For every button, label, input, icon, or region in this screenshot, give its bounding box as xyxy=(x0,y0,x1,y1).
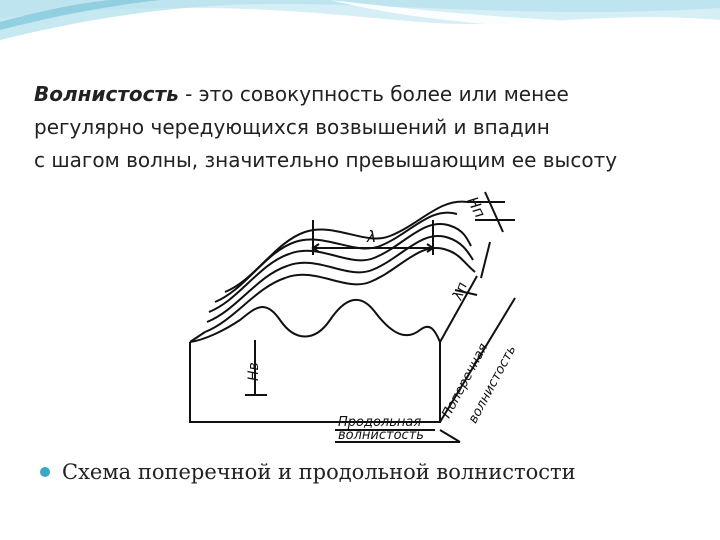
definition-text: Волнистость - это совокупность более или… xyxy=(34,78,704,177)
definition-term: Волнистость xyxy=(34,82,179,106)
lambda-label: λ xyxy=(366,227,376,246)
lambda-p-label: λп xyxy=(449,280,470,303)
longitudinal-label-line-1: Продольная xyxy=(338,415,421,430)
bullet-icon xyxy=(40,467,50,477)
hp-label: Hп xyxy=(463,194,489,221)
definition-line-1: Волнистость - это совокупность более или… xyxy=(34,78,704,111)
caption-bullet-item: Схема поперечной и продольной волнистост… xyxy=(40,460,680,484)
header-wave-decoration xyxy=(0,0,720,40)
longitudinal-label-line-2: волнистость xyxy=(338,428,424,443)
definition-line-2: регулярно чередующихся возвышений и впад… xyxy=(34,115,550,139)
hv-label: Hв xyxy=(246,362,262,381)
definition-line-1-rest: - это совокупность более или менее xyxy=(178,82,569,106)
waviness-diagram: λ Hп λп Hв Поперечная волнистость Продол… xyxy=(189,191,519,443)
definition-line-3: с шагом волны, значительно превышающим е… xyxy=(34,148,618,172)
caption-text: Схема поперечной и продольной волнистост… xyxy=(62,460,576,484)
